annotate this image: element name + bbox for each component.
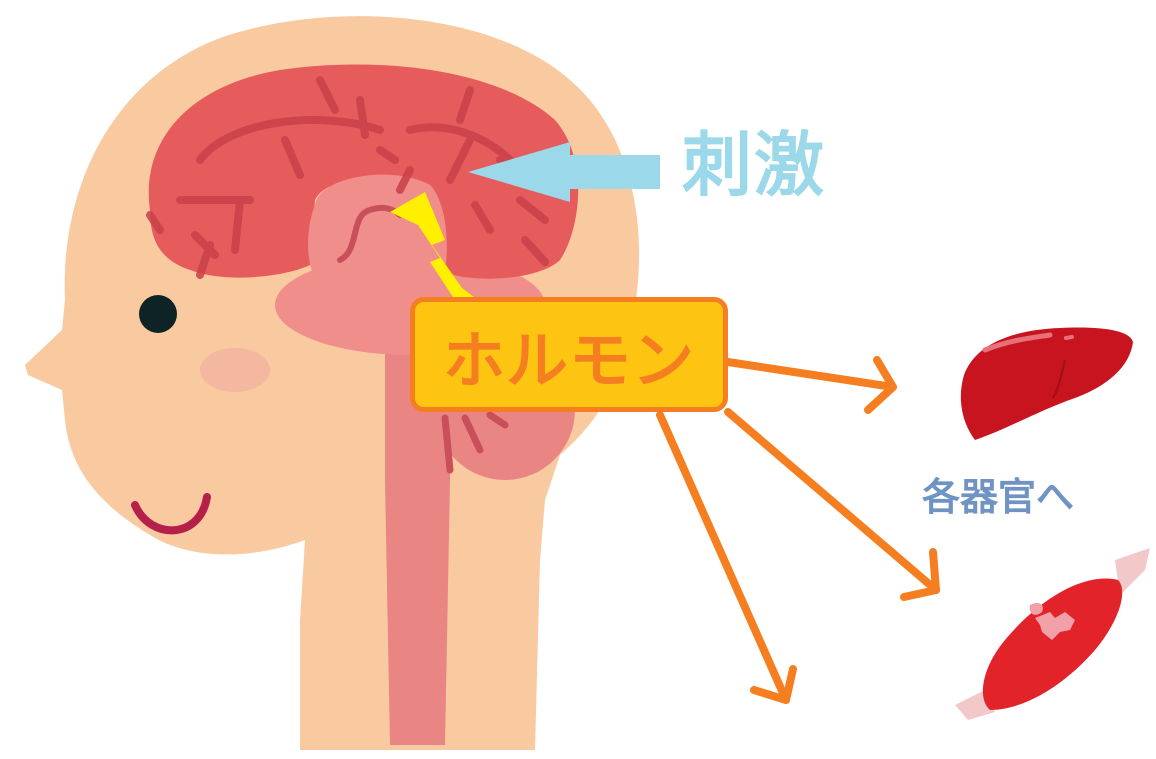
hormone-label: ホルモン [442, 323, 695, 397]
cheek-blush [200, 348, 270, 392]
stimulus-arrow-icon [468, 142, 660, 202]
eye [139, 295, 177, 333]
lightning-bolt-icon [390, 192, 478, 300]
to-organs-label: 各器官へ [922, 475, 1075, 519]
muscle-organ [955, 548, 1150, 720]
hormone-arrows [656, 356, 940, 704]
smile-mouth [131, 493, 211, 535]
stimulus-label: 刺激 [682, 124, 826, 206]
liver-organ [960, 327, 1133, 440]
hormone-box: ホルモン [410, 297, 728, 412]
